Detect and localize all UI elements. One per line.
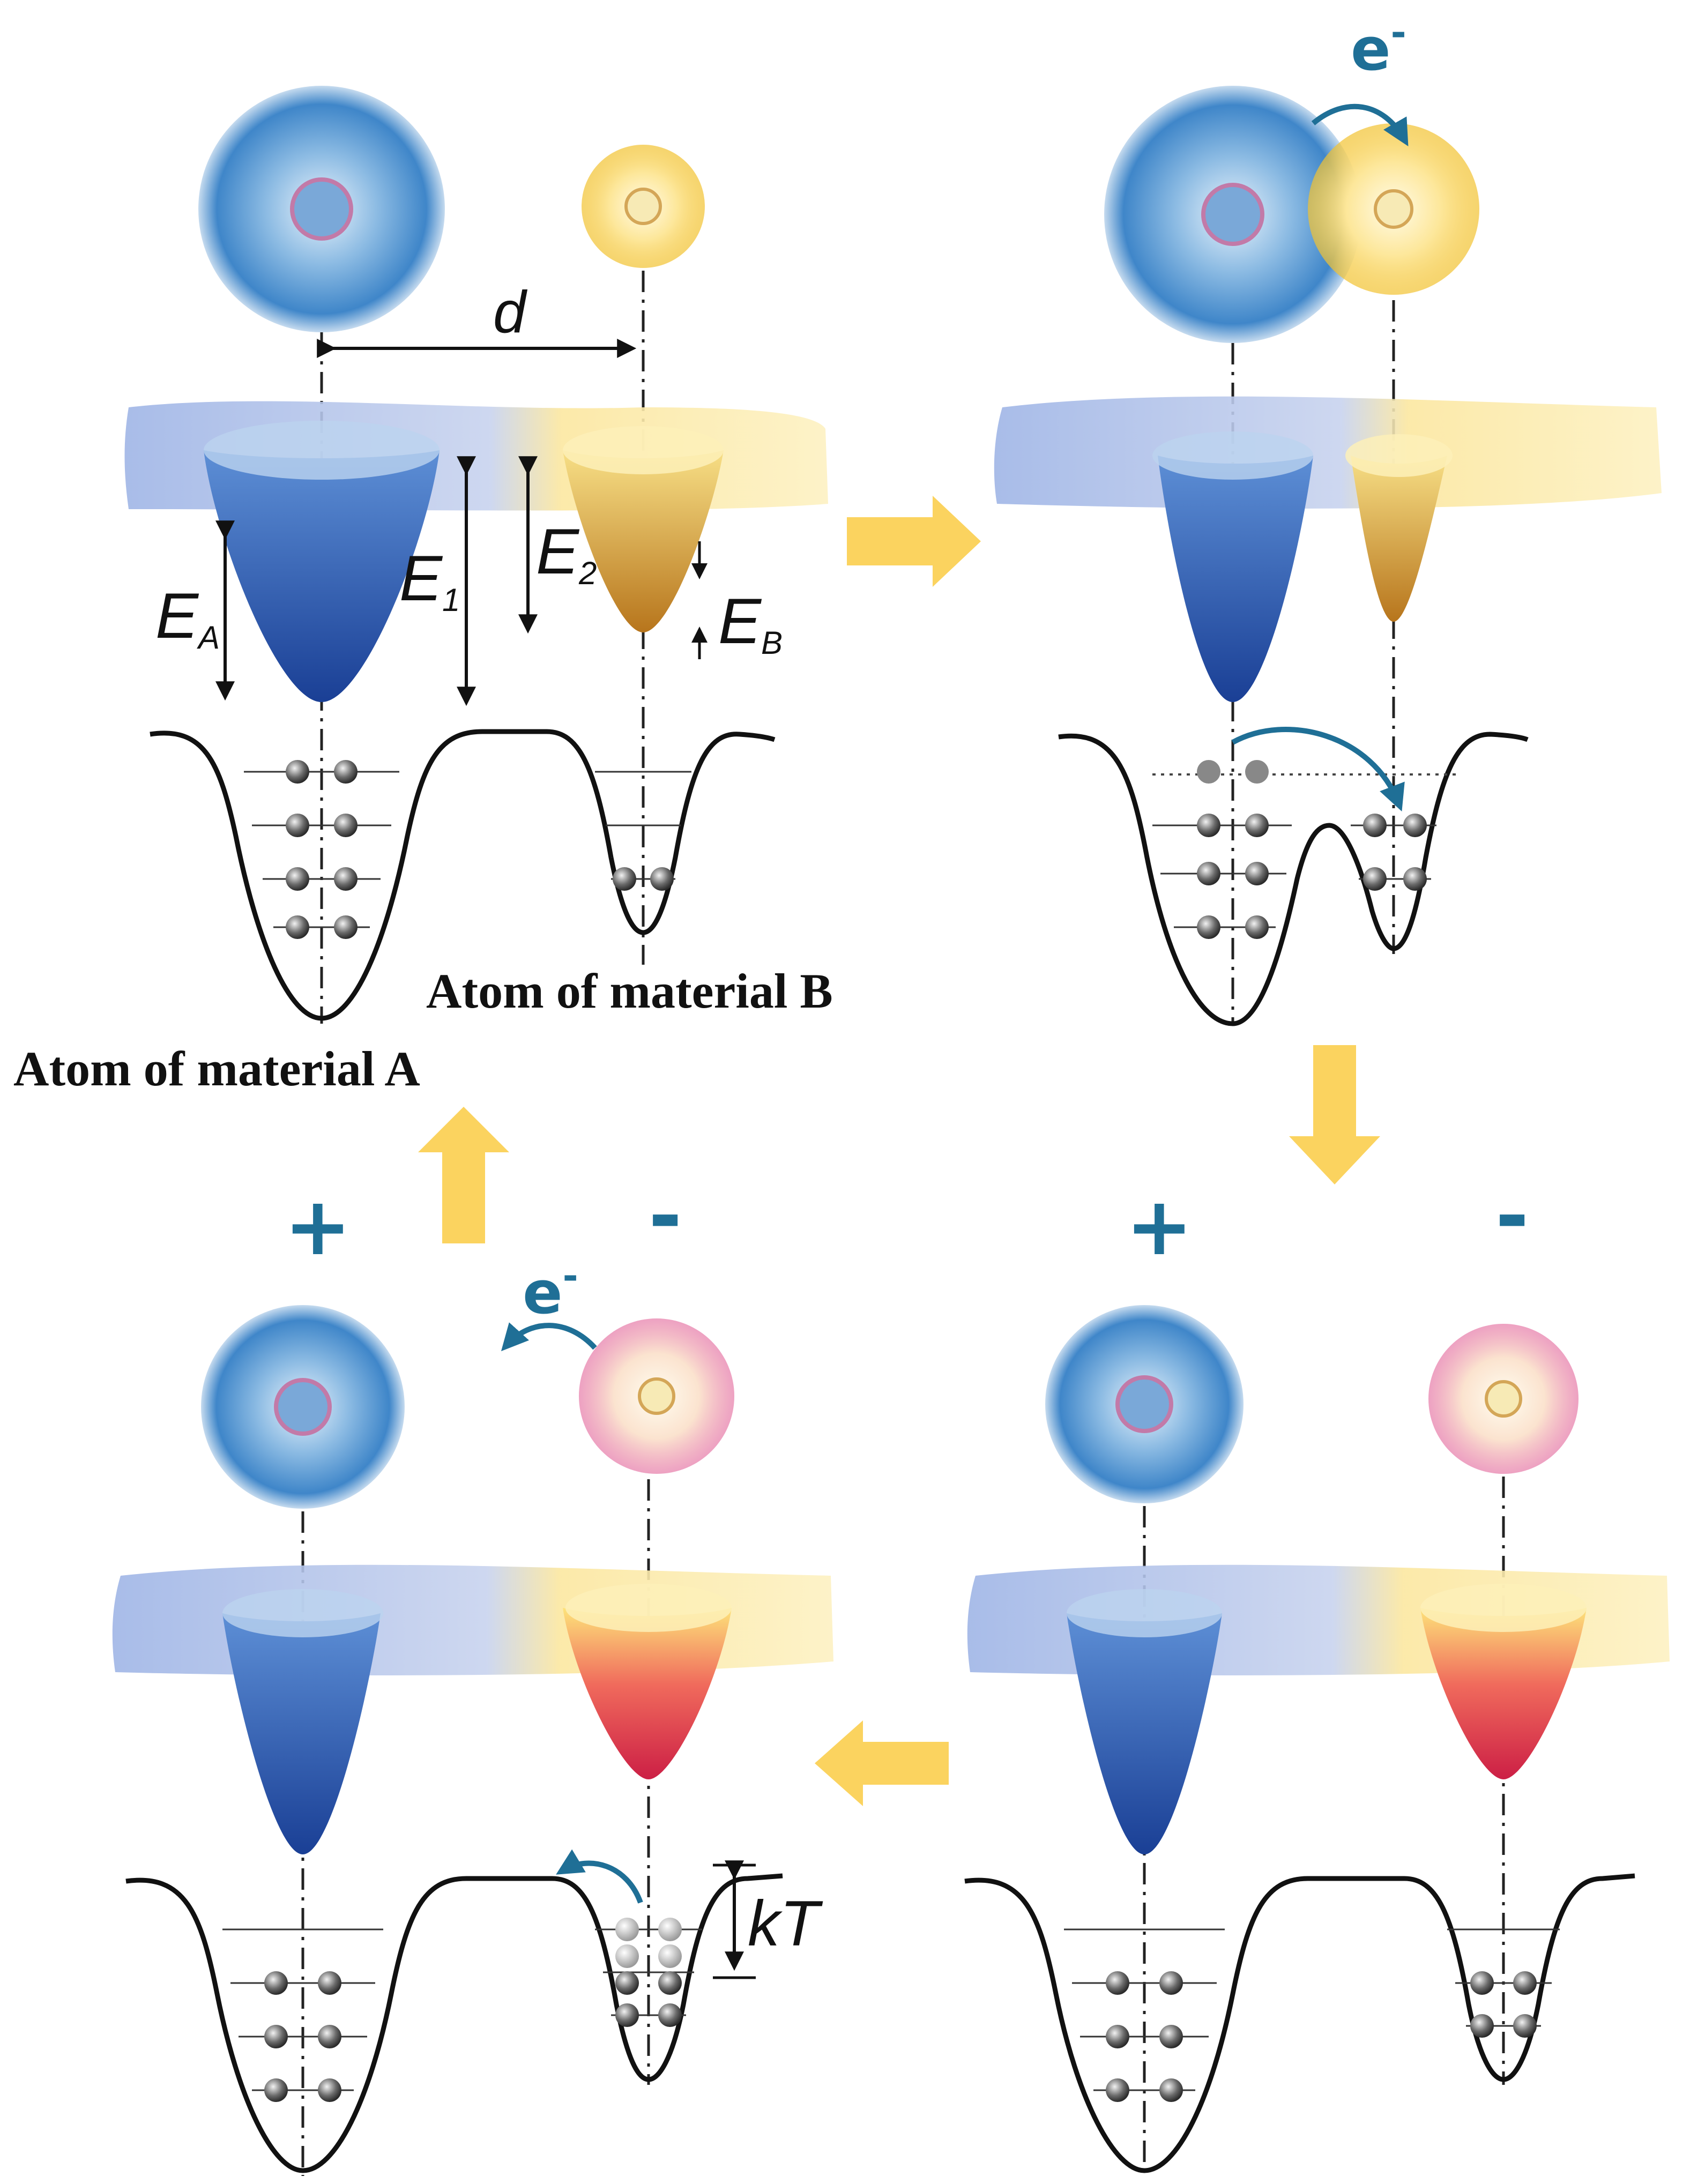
electrons (1106, 1971, 1537, 2102)
process-arrow-left (815, 1720, 949, 1806)
well-b-rim (565, 1584, 732, 1632)
process-arrow-up (418, 1107, 509, 1243)
panel-charged-separated: + - (964, 1169, 1670, 2176)
tunneling-arrow (1231, 727, 1405, 811)
electron-label: e- (523, 1254, 578, 1327)
well-b (563, 1608, 732, 1779)
potential-curve (1058, 732, 1529, 1026)
electrons-a (286, 760, 358, 939)
well-a-rim (204, 421, 440, 480)
energy-sheet (994, 396, 1662, 509)
well-b (563, 450, 724, 632)
atom-a-nucleus (274, 1378, 332, 1436)
electron-escape-arrow (501, 1322, 597, 1352)
kt-label: kT (748, 1888, 823, 1959)
potential-curve (125, 1873, 783, 2173)
panel-contact: e- (994, 11, 1662, 1026)
atom-b-nucleus (638, 1377, 675, 1415)
electrons (1197, 814, 1427, 939)
excited-electrons (615, 1918, 682, 1968)
atom-a-nucleus (1115, 1375, 1173, 1433)
ea-label: EA (155, 580, 220, 655)
e1-label: E1 (399, 542, 460, 618)
eb-label: EB (718, 585, 783, 661)
well-a (1067, 1613, 1222, 1854)
electrons-b (613, 867, 674, 891)
negative-sign: - (649, 1169, 682, 1263)
well-b-rim (563, 426, 724, 474)
positive-sign: + (1126, 1180, 1193, 1273)
process-arrow-right (847, 496, 981, 587)
atom-a-label: Atom of material A (13, 1041, 420, 1096)
well-a-rim (222, 1589, 383, 1637)
energy-levels (222, 1928, 702, 2091)
well-a (204, 450, 440, 702)
process-arrow-down (1289, 1045, 1380, 1184)
e2-label: E2 (536, 516, 597, 591)
panel-thermionic-return: + - e- (112, 1169, 834, 2176)
electron-transfer-arrow (1311, 103, 1409, 147)
electrons (264, 1971, 682, 2102)
well-b-rim (1345, 434, 1453, 477)
well-b-rim (1420, 1584, 1587, 1632)
potential-curve (150, 729, 776, 1021)
atom-b-nucleus (624, 188, 662, 225)
well-b (1420, 1608, 1587, 1779)
well-a (222, 1613, 381, 1854)
well-b (1351, 456, 1447, 622)
atom-a-nucleus (1201, 183, 1264, 246)
negative-sign: - (1495, 1169, 1529, 1263)
well-a-rim (1067, 1589, 1222, 1637)
vacated-electrons (1197, 760, 1269, 784)
atom-a-nucleus (290, 177, 353, 241)
energy-levels (1064, 1928, 1560, 2091)
thermal-escape-arrow (556, 1849, 643, 1904)
well-a (1158, 456, 1313, 702)
atom-b-nucleus (1485, 1380, 1522, 1418)
well-a-rim (1152, 431, 1313, 480)
panel-separated: d EA E1 E2 EB (124, 86, 828, 1024)
atom-b-label: Atom of material B (426, 964, 833, 1018)
atom-b-nucleus (1374, 189, 1413, 229)
electron-label: e- (1351, 11, 1406, 84)
potential-curve (964, 1873, 1635, 2173)
distance-label: d (493, 279, 528, 345)
positive-sign: + (284, 1180, 352, 1273)
